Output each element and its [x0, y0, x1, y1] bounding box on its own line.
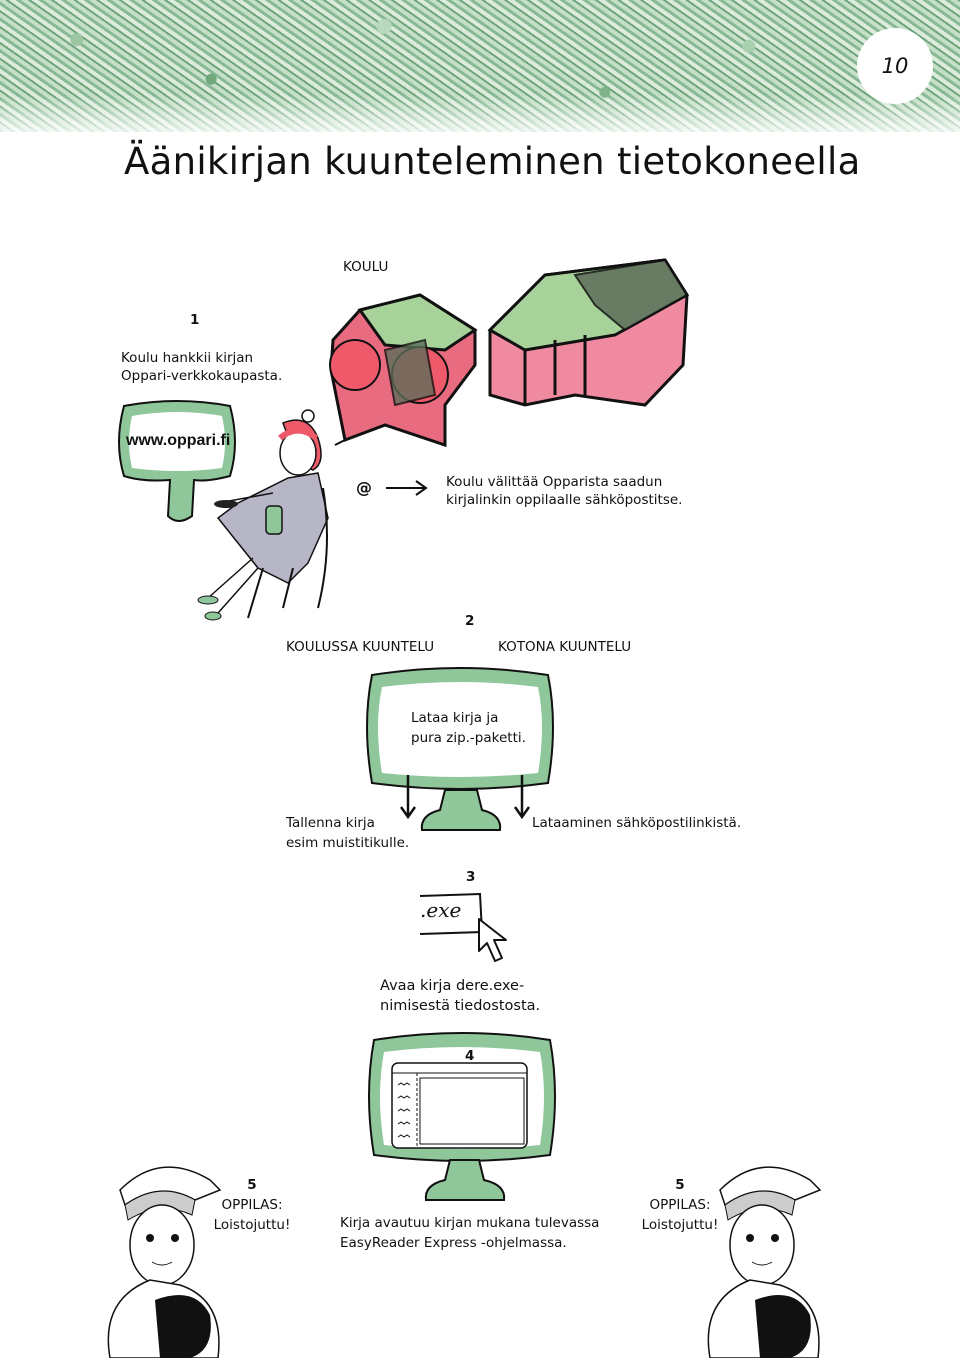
step5-left-number: 5	[247, 1177, 257, 1193]
computer-monitor-step2	[366, 667, 554, 831]
step5-right-line2: Loistojuttu!	[641, 1217, 719, 1233]
page-title: Äänikirjan kuunteleminen tietokoneella	[124, 140, 861, 183]
step3-text-line1: Avaa kirja dere.exe-	[380, 978, 525, 994]
step5-right-number: 5	[675, 1177, 685, 1193]
step3-number: 3	[466, 869, 476, 885]
step2-left-note-line2: esim muistitikulle.	[286, 835, 410, 851]
exe-file-label: .exe	[420, 898, 462, 922]
step2-screen-line1: Lataa kirja ja	[411, 710, 499, 726]
header-fade	[0, 95, 960, 132]
step5-left-line1: OPPILAS:	[221, 1197, 283, 1213]
exe-file-box	[419, 892, 484, 935]
step2-left-note-line1: Tallenna kirja	[286, 815, 375, 831]
step2-right-note: Lataaminen sähköpostilinkistä.	[532, 815, 742, 831]
student-portrait-left	[107, 1166, 222, 1358]
step4-text-line2: EasyReader Express -ohjelmassa.	[340, 1235, 567, 1251]
school-label: KOULU	[343, 259, 389, 275]
step2-right-heading: KOTONA KUUNTELU	[498, 639, 632, 655]
mouse-cursor-icon	[478, 918, 507, 962]
step1-text-line1: Koulu hankkii kirjan	[121, 350, 254, 366]
step3-text-line2: nimisestä tiedostosta.	[380, 998, 541, 1014]
step5-right-line1: OPPILAS:	[649, 1197, 711, 1213]
email-at-icon: @	[356, 478, 372, 497]
arrow-down-left-icon	[399, 775, 417, 820]
page-number-badge: 10	[857, 28, 933, 104]
step2-left-heading: KOULUSSA KUUNTELU	[286, 639, 435, 655]
bubble-url: www.oppari.fi	[126, 432, 231, 449]
step1-email-text-line2: kirjalinkin oppilaalle sähköpostitse.	[446, 492, 683, 508]
step1-email-text-line1: Koulu välittää Opparista saadun	[446, 474, 663, 490]
step2-number: 2	[465, 613, 475, 629]
step4-number: 4	[465, 1048, 475, 1064]
step1-text-line2: Oppari-verkkokaupasta.	[121, 368, 283, 384]
step2-screen-line2: pura zip.-paketti.	[411, 730, 526, 746]
step4-text-line1: Kirja avautuu kirjan mukana tulevassa	[340, 1215, 600, 1231]
arrow-right-icon	[386, 480, 428, 496]
step5-left-line2: Loistojuttu!	[213, 1217, 291, 1233]
step1-number: 1	[190, 312, 200, 328]
student-on-chair-illustration	[197, 409, 329, 621]
computer-monitor-step4	[368, 1032, 556, 1201]
school-building-illustration	[329, 258, 690, 448]
student-portrait-right	[707, 1166, 822, 1358]
arrow-down-right-icon	[513, 775, 531, 820]
speech-bubble	[118, 400, 236, 522]
